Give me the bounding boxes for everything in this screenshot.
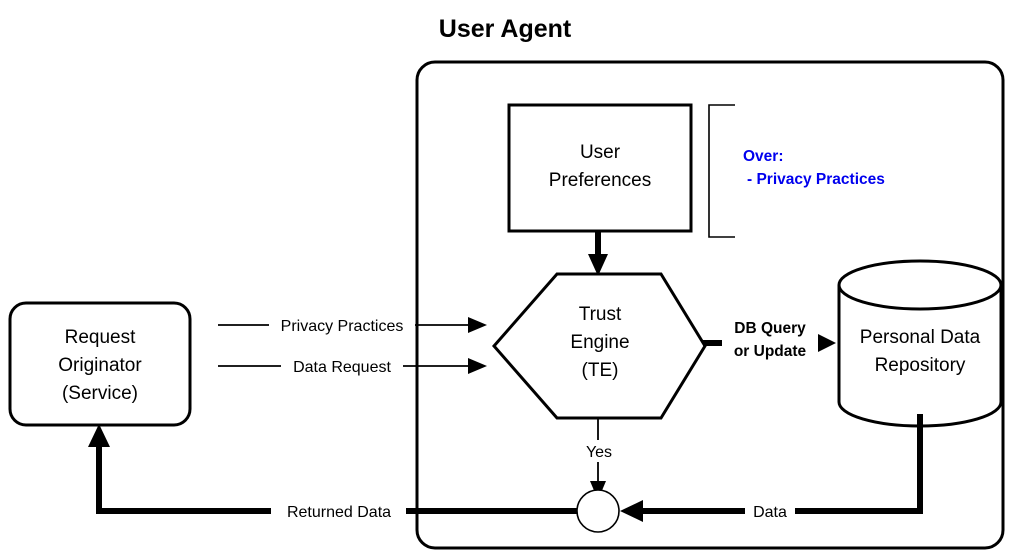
node-user-preferences[interactable] [507, 103, 693, 233]
edge-label-db-query-line1: DB Query [734, 320, 806, 337]
annotation-line2: - Privacy Practices [747, 171, 885, 188]
returned-data-label-bg [271, 500, 406, 522]
data-label-bg [745, 500, 795, 522]
edge-label-privacy-practices: Privacy Practices [281, 318, 404, 335]
user-agent-container [415, 60, 1005, 550]
user-preferences-label-line1: User [580, 142, 621, 163]
page-title: User Agent [439, 15, 572, 43]
annotation-bracket [708, 104, 735, 238]
arrowhead-db-query [816, 333, 836, 353]
personal-data-repository-label-line1: Personal Data [860, 327, 981, 348]
trust-engine-label-line2: Engine [570, 332, 629, 353]
edge-label-db-query-line2: or Update [734, 343, 807, 360]
request-originator-label-line2: Originator [58, 355, 142, 376]
node-request-originator[interactable] [8, 301, 192, 427]
edge-returned-data-line [96, 440, 580, 514]
db-query-label-bg [722, 313, 818, 357]
node-trust-engine[interactable] [492, 272, 707, 420]
data-request-label-bg [281, 355, 403, 377]
personal-data-repository-label-line2: Repository [875, 355, 966, 376]
node-personal-data-repository-top[interactable] [837, 259, 1003, 311]
trust-engine-label-line1: Trust [579, 304, 622, 325]
edge-data-line [636, 414, 923, 514]
arrowhead-data [620, 500, 643, 522]
arrowhead-data-request [468, 358, 487, 374]
arrowhead-returned-data [88, 424, 110, 447]
edge-label-data-request: Data Request [293, 359, 391, 376]
request-originator-label-line1: Request [65, 327, 136, 348]
edge-label-returned-data: Returned Data [287, 504, 391, 521]
privacy-practices-label-bg [269, 314, 415, 336]
yes-label-bg [581, 440, 617, 462]
user-preferences-label-line2: Preferences [549, 170, 651, 191]
trust-engine-label-line3: (TE) [582, 360, 619, 381]
arrowhead-privacy-practices [468, 317, 487, 333]
edge-label-yes: Yes [586, 444, 612, 461]
edge-label-data: Data [753, 504, 787, 521]
junction-node[interactable] [576, 489, 620, 533]
request-originator-label-line3: (Service) [62, 383, 138, 404]
arrowhead-preferences-to-trust-engine [588, 254, 608, 276]
annotation-line1: Over: [743, 148, 784, 165]
